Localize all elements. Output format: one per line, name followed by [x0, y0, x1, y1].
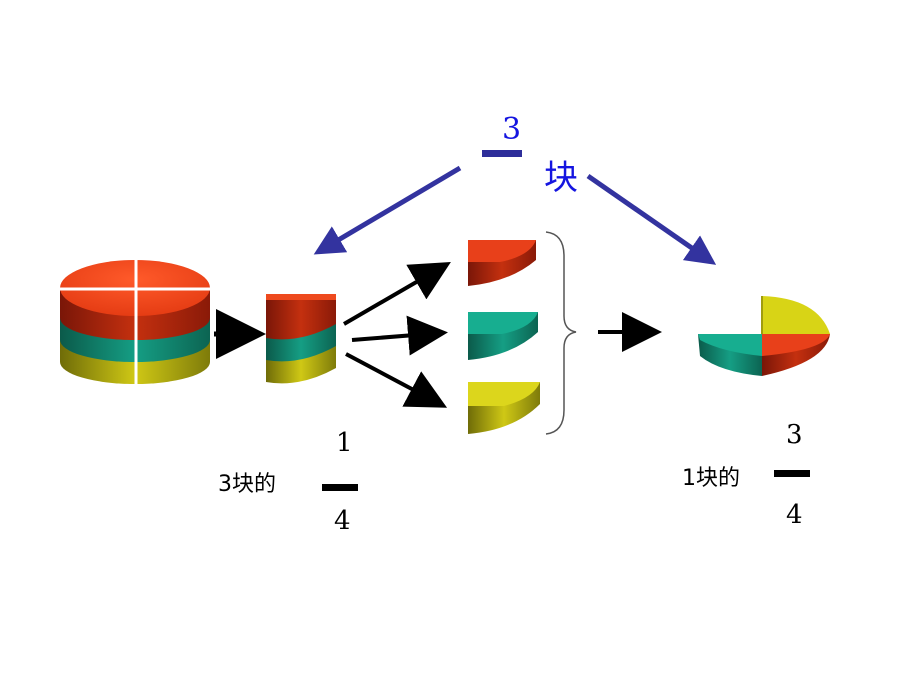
blue-arrow-left — [313, 165, 462, 255]
left-fraction-numerator: 1 — [336, 428, 353, 458]
left-fraction-denominator: 4 — [334, 506, 351, 536]
yellow-slice — [468, 382, 540, 434]
red-slice — [468, 240, 536, 286]
combined-three-quarters — [698, 296, 830, 376]
top-fraction-bar — [482, 150, 522, 157]
teal-slice — [468, 312, 538, 360]
blue-arrow-right — [586, 173, 717, 265]
right-fraction-bar — [774, 470, 810, 477]
arrow-to-teal-slice — [351, 315, 448, 356]
arrow-to-red-slice — [342, 261, 451, 326]
quarter-column — [266, 294, 336, 384]
top-fraction-unit: 块 — [544, 158, 578, 198]
grouping-brace — [545, 231, 577, 435]
top-fraction-numerator: 3 — [502, 112, 522, 147]
right-fraction-denominator: 4 — [786, 500, 803, 530]
left-label-prefix: 3块的 — [218, 472, 276, 497]
right-fraction-numerator: 3 — [786, 420, 803, 450]
arrow-to-yellow-slice — [345, 352, 448, 408]
right-label-prefix: 1块的 — [682, 466, 740, 491]
stacked-cake — [60, 260, 210, 384]
left-fraction-bar — [322, 484, 358, 491]
